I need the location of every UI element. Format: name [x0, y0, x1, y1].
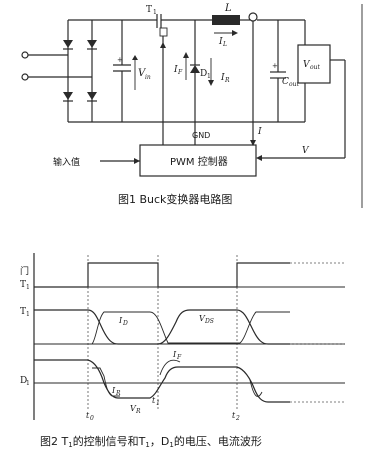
transistor-t1: T 1 [146, 5, 178, 48]
d1-label: D [200, 69, 207, 79]
t1-label: T [146, 5, 152, 15]
svg-text:1: 1 [26, 311, 30, 318]
if-wave-label: I [172, 350, 177, 359]
d1-row-label: D [20, 376, 27, 386]
svg-text:1: 1 [207, 73, 211, 80]
t1-time-label: t [152, 396, 156, 405]
t1-waveform: T 1 I D V DS [20, 307, 345, 345]
current-sense [248, 12, 258, 22]
ir-label: I [220, 73, 225, 83]
load-vout: V out [297, 20, 331, 122]
svg-text:D: D [122, 320, 128, 327]
svg-text:T: T [20, 280, 26, 290]
diode-d1: D 1 I F I R [173, 20, 230, 122]
svg-text:L: L [222, 41, 227, 48]
input-terminal-top [21, 51, 29, 59]
output-capacitor: + C out [270, 20, 299, 122]
il-label: I [218, 37, 223, 47]
t1-row-label: T [20, 307, 26, 317]
svg-text:F: F [177, 69, 183, 76]
svg-text:R: R [115, 390, 121, 397]
input-value-label: 输入值 [53, 156, 80, 168]
bridge-rectifier [63, 19, 97, 123]
vout-label: V [303, 60, 311, 70]
v-feedback-label: V [302, 146, 310, 156]
gate-signal-waveform: 门 T 1 [20, 262, 345, 291]
gnd-label: GND [192, 131, 210, 140]
vin-label: V [138, 68, 147, 79]
svg-text:DS: DS [204, 318, 214, 325]
if-label: I [173, 65, 178, 75]
inductor-l: L I L [212, 3, 240, 48]
svg-text:1: 1 [156, 400, 160, 407]
ir-wave-label: I [111, 386, 116, 395]
vds-label: V [199, 314, 206, 323]
vr-label: V [130, 404, 137, 413]
inductor-label: L [224, 3, 232, 14]
t2-label: t [232, 411, 236, 420]
svg-text:in: in [145, 74, 151, 81]
svg-text:0: 0 [90, 415, 94, 422]
buck-circuit-diagram: + V in T 1 L I L [21, 3, 363, 208]
id-label: I [118, 316, 123, 325]
gate-label: 门 [20, 265, 29, 277]
svg-text:+: + [117, 56, 123, 64]
diode-icon [63, 40, 73, 48]
svg-text:+: + [272, 62, 278, 70]
svg-text:F: F [176, 354, 182, 361]
svg-text:图2 T1的控制信号和T1，D1的电压、电流波形: 图2 T1的控制信号和T1，D1的电压、电流波形 [40, 434, 262, 449]
waveform-diagram: 门 T 1 T 1 I D V DS D 1 I F [20, 253, 345, 422]
figure2-caption: 图2 T1的控制信号和T1，D1的电压、电流波形 [40, 434, 262, 449]
d1-waveform: D 1 I F I R V R [20, 350, 345, 415]
t0-label: t [86, 411, 90, 420]
diode-icon [63, 92, 73, 100]
svg-text:1: 1 [153, 9, 157, 16]
diode-icon [87, 40, 97, 48]
svg-text:out: out [310, 64, 320, 71]
figure1-caption: 图1 Buck变换器电路图 [118, 192, 232, 206]
svg-text:1: 1 [26, 380, 30, 387]
svg-text:R: R [135, 408, 141, 415]
pwm-controller-label: PWM 控制器 [170, 155, 228, 168]
cout-label: C [282, 77, 289, 87]
input-capacitor: + [113, 20, 131, 122]
diode-icon [87, 92, 97, 100]
svg-text:R: R [224, 77, 230, 84]
svg-text:1: 1 [26, 284, 30, 291]
input-terminal-bottom [21, 73, 29, 81]
svg-text:2: 2 [235, 415, 240, 422]
i-sense-label: I [257, 127, 262, 137]
svg-text:out: out [289, 81, 299, 88]
